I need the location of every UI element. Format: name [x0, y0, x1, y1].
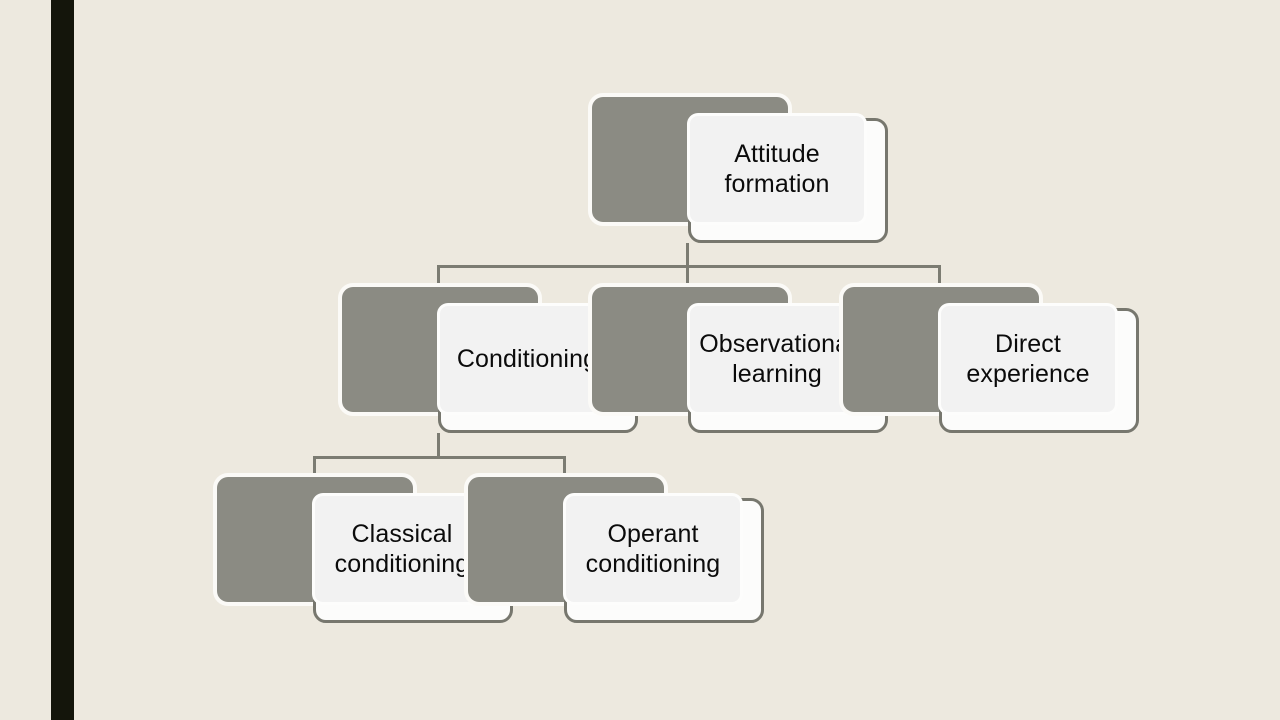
node-operant-conditioning[interactable]: Operant conditioning	[468, 477, 764, 623]
connector-drop-observational	[686, 265, 689, 291]
node-label: Operant conditioning	[585, 520, 721, 578]
connector-conditioning-stem	[437, 433, 440, 457]
node-body: Observational learning	[690, 306, 864, 412]
node-label: Conditioning	[456, 345, 598, 373]
node-body: Attitude formation	[690, 116, 864, 222]
node-label: Attitude formation	[724, 140, 830, 198]
connector-level1-bus	[437, 265, 941, 268]
node-conditioning[interactable]: Conditioning	[342, 287, 638, 433]
node-observational-learning[interactable]: Observational learning	[592, 287, 888, 433]
connector-drop-conditioning	[437, 265, 440, 291]
connector-root-stem	[686, 243, 689, 268]
accent-bar	[51, 0, 74, 720]
node-classical-conditioning[interactable]: Classical conditioning	[217, 477, 513, 623]
node-direct-experience[interactable]: Direct experience	[843, 287, 1139, 433]
connector-drop-operant	[563, 456, 566, 481]
node-attitude-formation[interactable]: Attitude formation	[592, 97, 888, 243]
node-body: Operant conditioning	[566, 496, 740, 602]
node-body: Conditioning	[440, 306, 614, 412]
left-margin-strip	[0, 0, 51, 720]
node-label: Direct experience	[966, 330, 1090, 388]
connector-drop-classical	[313, 456, 316, 481]
connector-drop-direct	[938, 265, 941, 291]
diagram-area: Attitude formation Conditioning Observat…	[74, 0, 1280, 720]
node-body: Classical conditioning	[315, 496, 489, 602]
node-label: Classical conditioning	[334, 520, 470, 578]
node-label: Observational learning	[699, 330, 855, 388]
connector-level2-bus	[313, 456, 566, 459]
node-body: Direct experience	[941, 306, 1115, 412]
